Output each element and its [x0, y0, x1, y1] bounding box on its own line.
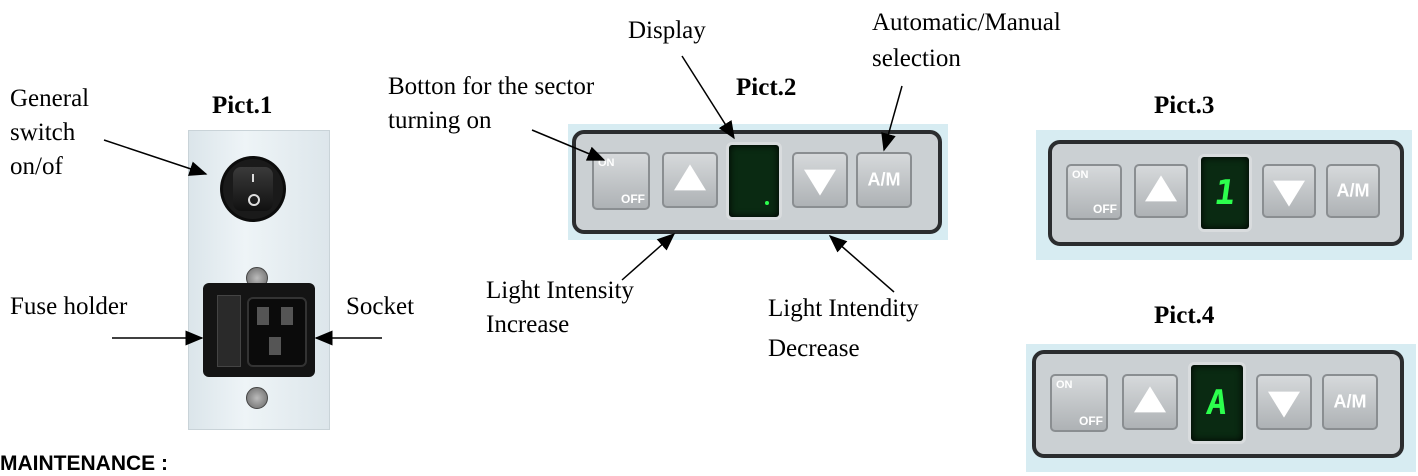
pict3-title: Pict.3: [1154, 92, 1215, 119]
segment-display: A: [1188, 362, 1246, 444]
decrease-label-1: Light Intendity: [768, 295, 919, 322]
increase-button[interactable]: [1122, 374, 1178, 430]
socket-label: Socket: [346, 293, 415, 320]
fuse-holder-label: Fuse holder: [10, 293, 128, 320]
decrease-button[interactable]: [792, 152, 848, 208]
increase-button[interactable]: [1134, 164, 1188, 218]
sector-button-label-1: Botton for the sector: [388, 73, 595, 100]
segment-display: [726, 142, 782, 220]
segment-display: 1: [1198, 154, 1252, 232]
auto-manual-button[interactable]: A/M: [1322, 374, 1378, 430]
triangle-down-icon: [1273, 180, 1305, 207]
sector-button-label-2: turning on: [388, 107, 492, 134]
rocker-switch-icon[interactable]: [223, 159, 283, 219]
power-housing: [188, 130, 330, 430]
socket-icon[interactable]: [247, 297, 307, 367]
arrow-decrease: [828, 235, 895, 293]
decrease-label-2: Decrease: [768, 335, 860, 362]
display-label: Display: [628, 17, 706, 44]
power-inlet: [203, 283, 315, 377]
triangle-down-icon: [804, 169, 836, 196]
auto-manual-label-1: Automatic/Manual: [872, 9, 1061, 36]
increase-button[interactable]: [662, 152, 718, 208]
general-switch-label-3: on/of: [10, 153, 63, 180]
triangle-down-icon: [1268, 391, 1300, 418]
arrow-increase: [621, 233, 676, 281]
increase-label-1: Light Intensity: [486, 277, 634, 304]
auto-manual-button[interactable]: A/M: [856, 152, 912, 208]
pict4-title: Pict.4: [1154, 302, 1215, 329]
pict2-title: Pict.2: [736, 74, 797, 101]
decrease-button[interactable]: [1256, 374, 1312, 430]
pict1-title: Pict.1: [212, 92, 273, 119]
auto-manual-button[interactable]: A/M: [1326, 164, 1380, 218]
general-switch-label-1: General: [10, 85, 90, 112]
general-switch-label-2: switch: [10, 119, 76, 146]
triangle-up-icon: [1145, 175, 1177, 202]
triangle-up-icon: [1134, 386, 1166, 413]
maintenance-heading: MAINTENANCE :: [0, 452, 168, 475]
decrease-button[interactable]: [1262, 164, 1316, 218]
auto-manual-label-2: selection: [872, 45, 961, 72]
increase-label-2: Increase: [486, 311, 570, 338]
screw-icon: [246, 387, 268, 409]
triangle-up-icon: [674, 164, 706, 191]
fuse-holder-icon[interactable]: [217, 295, 241, 367]
